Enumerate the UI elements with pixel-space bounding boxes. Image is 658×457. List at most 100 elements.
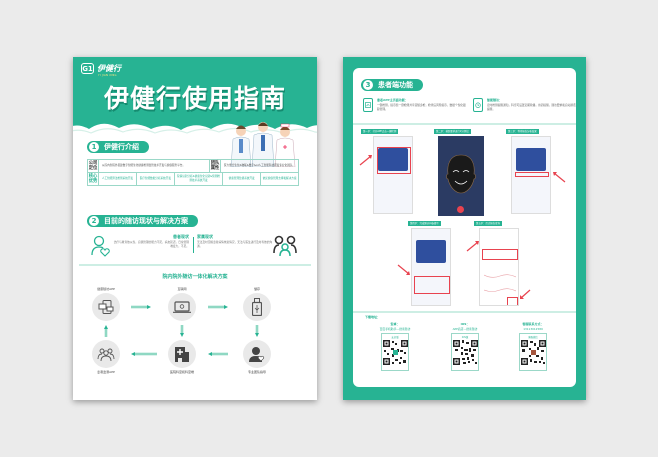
service-phone: 13113012589: [523, 327, 543, 331]
section-3-number: 3: [363, 80, 373, 90]
step-3-tag: 第三步：等待报告分析结果: [506, 129, 539, 134]
patient-status-text: 治疗与教育依从性，自我管理的能力不足，病友延迟，日常管理难度大，不足。: [113, 240, 189, 248]
flow-arrow: [208, 305, 228, 309]
flow-arrow: [131, 352, 157, 356]
core-advantage-heading: 核心优势: [88, 173, 99, 185]
step-1-tag: 第一步：打开APP点击一键检测: [361, 129, 399, 134]
qr-label: IOS版: [461, 336, 469, 339]
step-4-screenshot: [411, 228, 451, 306]
status-separator: [193, 237, 194, 253]
download-title: 下载地址：: [365, 315, 381, 319]
feature-smart-followup: 智能随访： 定时检测提醒通知，科室可设置定期轮播，用药提醒，随访要求和自动通话提…: [473, 98, 578, 112]
service-wechat-qr-code[interactable]: [521, 340, 546, 365]
company-position-text: 从院内到院外搭建数字智能生化健康检测监管技术开发与健康服务平台。: [99, 160, 210, 172]
node-label: 专业团队指导: [247, 370, 266, 374]
phone-alarm-icon: [473, 98, 483, 112]
team-attribute-text: 医大整合生化&物联&数字&AI人工智能科技研发专业化团队。: [224, 164, 295, 167]
patient-status-title: 患者现状: [173, 234, 189, 239]
family-status-title: 家属现状: [197, 234, 213, 239]
status-divider: [79, 264, 311, 266]
red-arrow-icon: [466, 241, 479, 252]
node-label: 储存: [253, 287, 260, 291]
advantage-item: 依託健康管理支撑和解决方案: [262, 177, 297, 180]
logo-mark: G1: [81, 63, 94, 74]
step-2-tag: 第二步：按照要求进行2分测试: [434, 129, 471, 134]
node-internet: [168, 293, 196, 321]
step-3-screenshot: [511, 136, 551, 214]
section-1-header: 1 伊健行介绍: [87, 141, 149, 153]
face-scan-icon: [446, 154, 476, 194]
section-2-header: 2 目前的随访现状与解决方案: [87, 215, 198, 227]
node-health-app: [92, 293, 120, 321]
node-storage: [243, 293, 271, 321]
step-1-screenshot: [373, 136, 413, 214]
service-qr-box: 客服微信: [519, 333, 547, 371]
step-4-tag: 第四步：完成随访问卷填写: [408, 221, 441, 226]
node-label: 医院科室和科室端: [169, 370, 194, 374]
section-1-title: 伊健行介绍: [104, 143, 139, 151]
patient-heart-icon: [91, 235, 110, 257]
feature-title: 患者APP主页面功能：: [377, 98, 408, 102]
logo-subtitle: YI JIAN XING: [98, 74, 117, 77]
patient-status: 患者现状 治疗与教育依从性，自我管理的能力不足，病友延迟，日常管理难度大，不足。: [113, 234, 189, 249]
flow-arrow: [180, 325, 184, 337]
page-title: 伊健行使用指南: [103, 84, 286, 113]
current-status: 患者现状 治疗与教育依从性，自我管理的能力不足，病友延迟，日常管理难度大，不足。…: [87, 233, 299, 263]
advantage-item: 健康管理监督系统开发: [223, 173, 262, 185]
node-label: 健康随访APP: [97, 287, 115, 291]
team-attribute-heading: 团队属性: [210, 160, 221, 172]
download-ios-text: APP商店—搜索随访: [452, 327, 478, 331]
laptop-icon: [173, 301, 191, 313]
section-2-title: 目前的随访现状与解决方案: [104, 217, 188, 225]
download-ios: IOS： APP商店—搜索随访 IOS版: [435, 322, 495, 371]
flow-arrow: [131, 305, 151, 309]
doctor-heart-icon: [249, 347, 264, 362]
node-professional-team: [243, 340, 271, 368]
red-arrow-icon: [359, 155, 372, 166]
guide-page-back: 3 患者端功能 患者APP主页面功能： 一键检测，提示您一键检测并享受随身检，检…: [343, 57, 586, 400]
solution-title: 院内院外随访一体化解决方案: [162, 274, 228, 280]
header-banner: [73, 57, 317, 137]
family-group-icon: [273, 235, 297, 257]
logo-name: 伊健行: [97, 64, 121, 73]
step-5-tag: 第五步：历史报告查询: [474, 221, 502, 226]
qr-label: 客服微信: [528, 336, 538, 339]
feature-text: 一键检测，提示您一键检测并享受随身检，检查后风险提示，数据个性化跟踪管理。: [377, 103, 466, 111]
red-arrow-icon: [520, 289, 531, 299]
flow-arrow: [255, 325, 259, 337]
content-card: 3 患者端功能 患者APP主页面功能： 一键检测，提示您一键检测并享受随身检，检…: [353, 68, 576, 387]
download-ios-title: IOS：: [460, 322, 470, 326]
phone-chart-icon: [363, 98, 373, 112]
service-title: 客服联系方式：: [522, 322, 544, 326]
trend-chart: [484, 274, 516, 292]
intro-row-positioning: 公司定位 从院内到院外搭建数字智能生化健康检测监管技术开发与健康服务平台。 团队…: [88, 160, 298, 173]
android-qr-code[interactable]: [383, 340, 408, 365]
qr-label: 安卓版: [391, 336, 399, 339]
node-label: 互联网: [177, 287, 187, 291]
section-1-number: 1: [89, 142, 99, 152]
section-2-number: 2: [89, 216, 99, 226]
usb-drive-icon: [252, 298, 262, 316]
advantage-item: 医疗智能数据分析系统开发: [137, 173, 175, 185]
intro-row-advantages: 核心优势 人工智能算法检测系统开发 医疗智能数据分析系统开发 院情识别分析&健康…: [88, 173, 298, 185]
devices-icon: [98, 300, 114, 314]
step-2-screenshot: [438, 136, 484, 216]
hospital-icon: [175, 347, 189, 362]
feature-text: 定时检测提醒通知，科室可设置定期轮播，用药提醒，随访要求和自动通话提醒。: [487, 103, 576, 111]
guide-page-front: G1 伊健行 YI JIAN XING 伊健行使用指南 1 伊健行介绍 公司定位…: [73, 57, 317, 400]
advantage-item: 院情识别分析&健康生化识别&预测检测技术系统开发: [175, 173, 224, 185]
android-qr-box: 安卓版: [381, 333, 409, 371]
red-arrow-icon: [397, 264, 410, 275]
feature-app-home: 患者APP主页面功能： 一键检测，提示您一键检测并享受随身检，检查后风险提示，数…: [363, 98, 468, 112]
family-status: 家属现状 无法及时掌握患者病情恢复情况，无法与医生进行及时有效的沟通。: [197, 234, 273, 249]
download-android: 安卓： 百度手机助手—搜索随访 安卓版: [365, 322, 425, 371]
download-android-title: 安卓：: [390, 322, 400, 326]
step-5-screenshot: [479, 228, 519, 306]
ios-qr-box: IOS版: [451, 333, 479, 371]
node-patient-app: [92, 340, 120, 368]
record-button: [457, 206, 464, 213]
advantage-item: 人工智能算法检测系统开发: [99, 173, 137, 185]
ios-qr-code[interactable]: [453, 340, 478, 365]
section-3-title: 患者端功能: [378, 81, 413, 89]
section-divider: [353, 123, 576, 125]
